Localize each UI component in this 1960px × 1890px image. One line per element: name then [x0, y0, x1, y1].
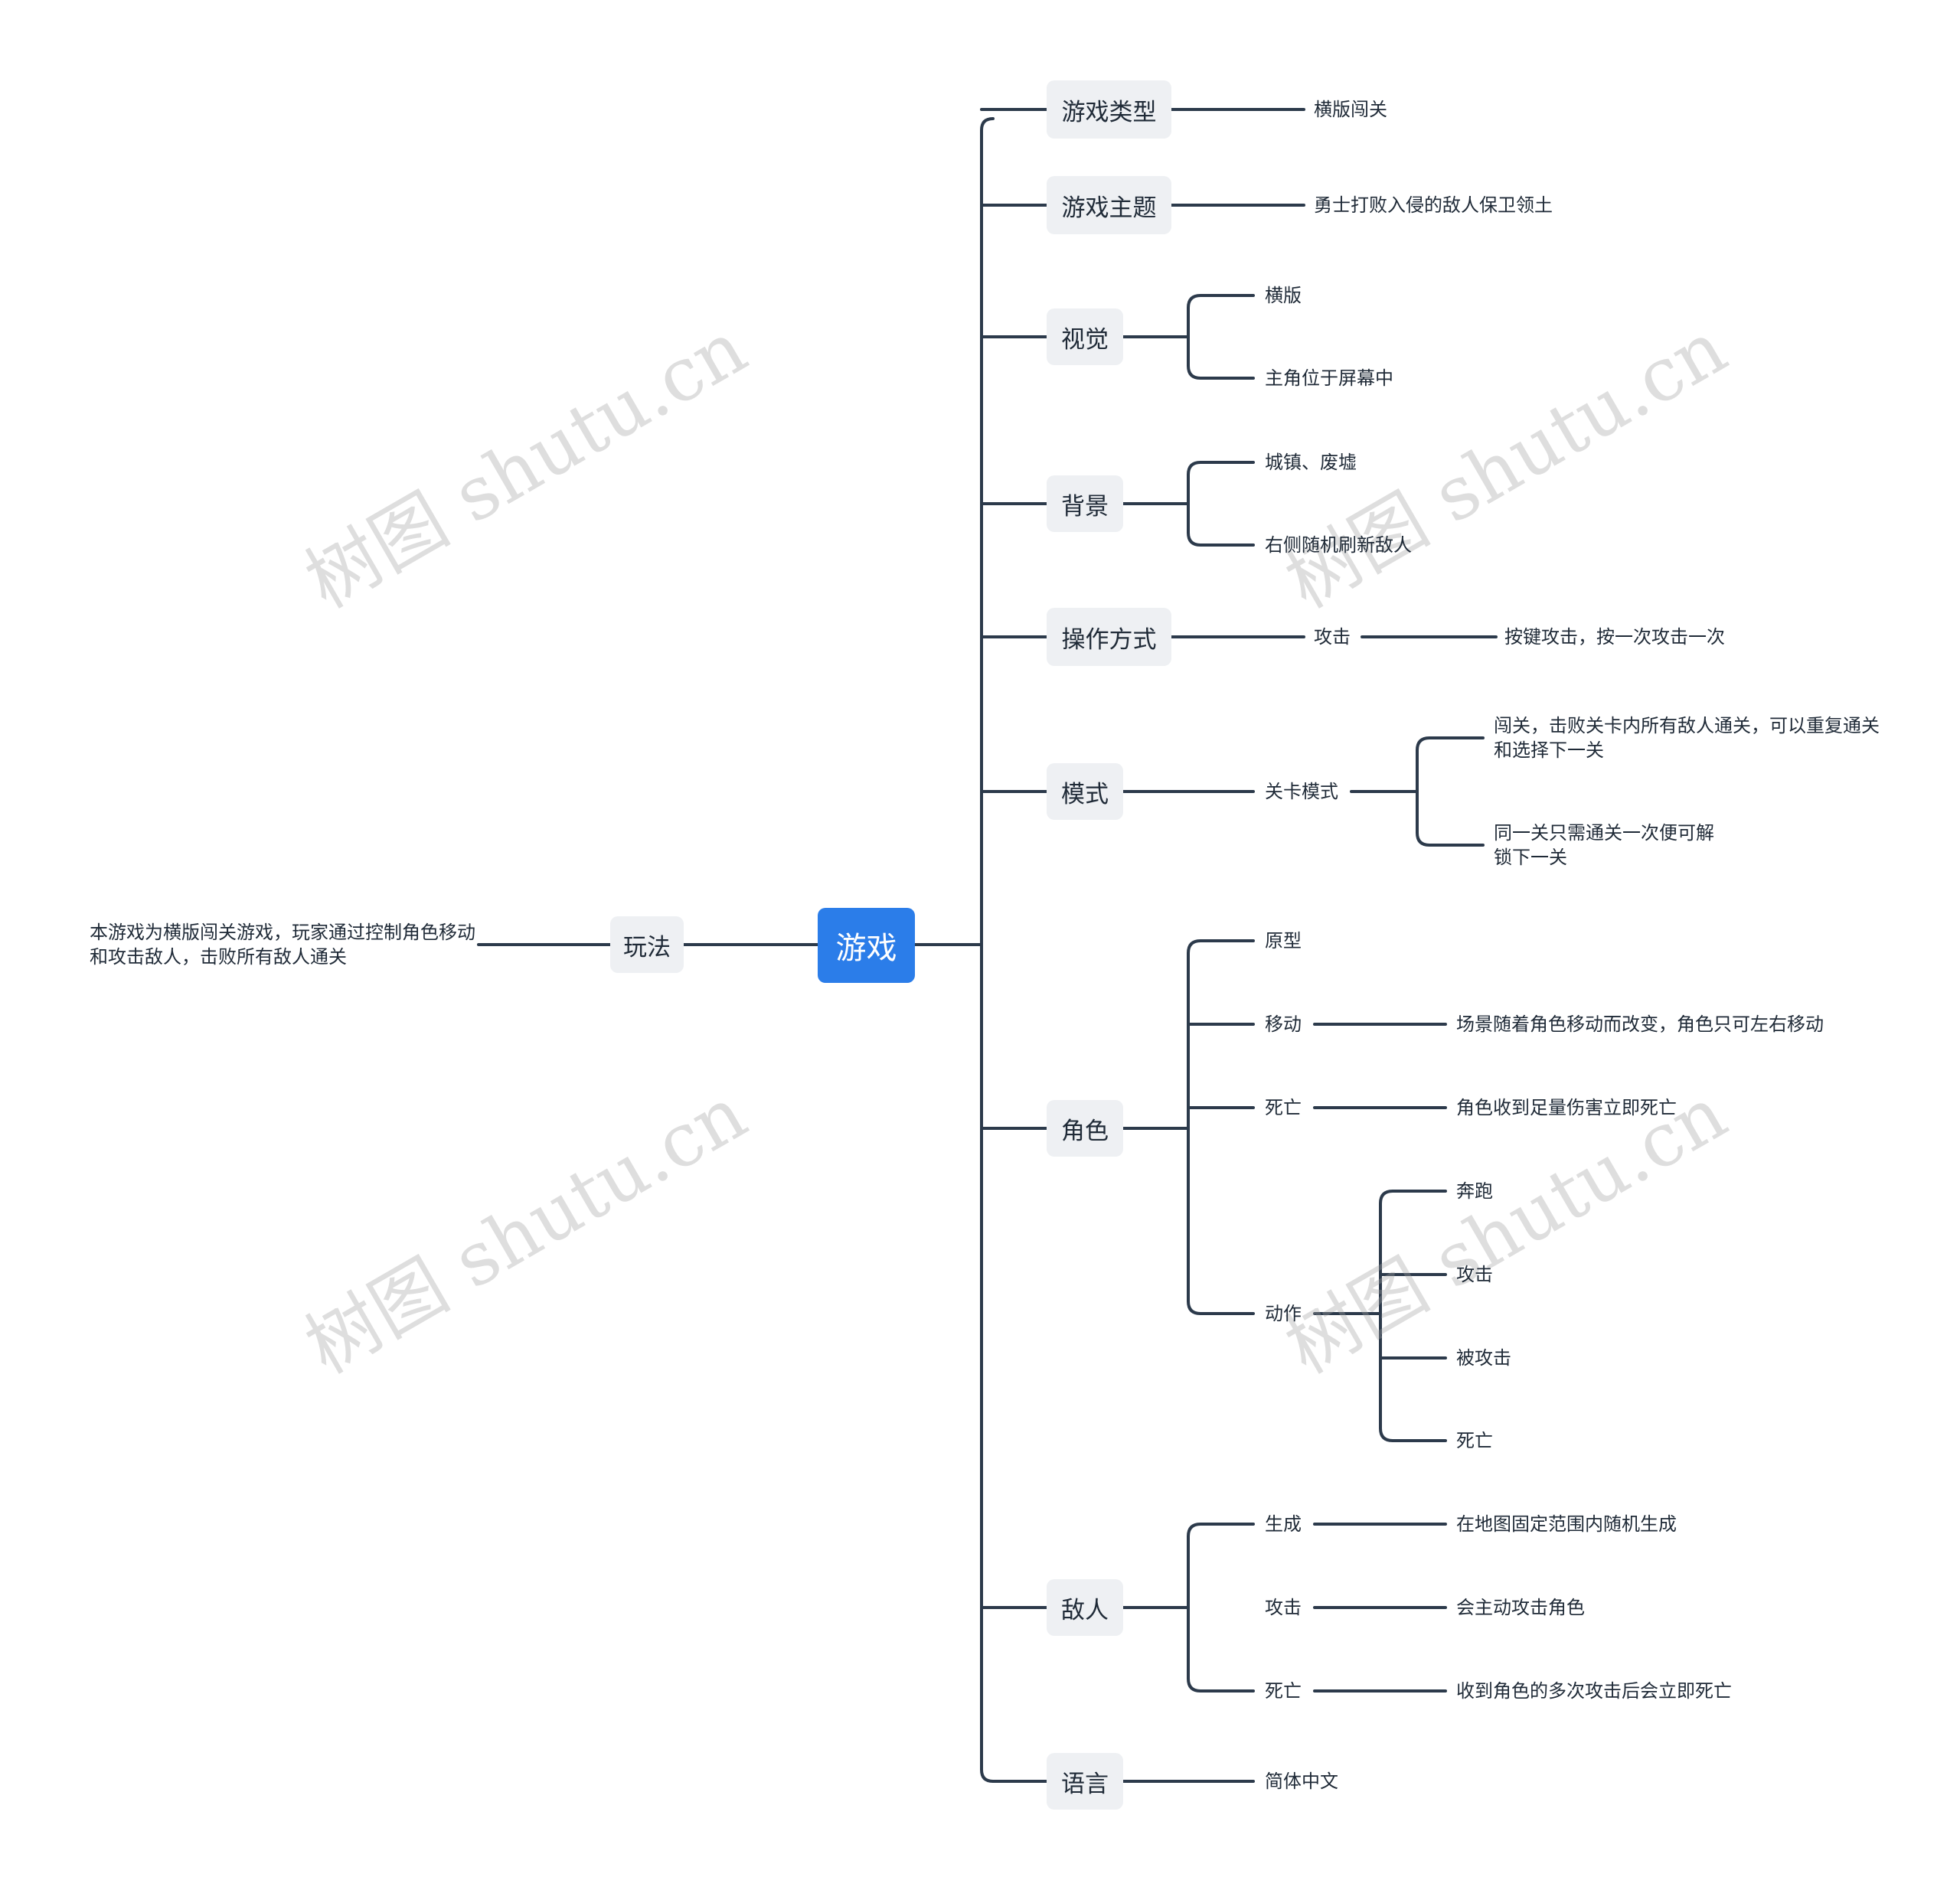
mode-item: 闯关，击败关卡内所有敌人通关，可以重复通关和选择下一关	[1494, 715, 1880, 761]
node-controls[interactable]: 操作方式	[1047, 608, 1171, 666]
mode-item: 同一关只需通关一次便可解锁下一关	[1494, 822, 1714, 868]
enemy-spawn-detail: 在地图固定范围内随机生成	[1456, 1513, 1677, 1535]
controls-sub: 攻击	[1314, 626, 1351, 648]
character-death: 死亡	[1265, 1097, 1302, 1118]
node-gameplay[interactable]: 玩法	[610, 916, 684, 973]
action-item: 死亡	[1456, 1430, 1493, 1451]
node-background[interactable]: 背景	[1047, 475, 1123, 532]
node-character[interactable]: 角色	[1047, 1100, 1123, 1157]
enemy-spawn: 生成	[1265, 1513, 1302, 1535]
action-item: 奔跑	[1456, 1180, 1493, 1202]
node-game-theme[interactable]: 游戏主题	[1047, 176, 1171, 234]
node-mode[interactable]: 模式	[1047, 763, 1123, 820]
vision-item: 主角位于屏幕中	[1265, 367, 1393, 389]
gameplay-desc: 本游戏为横版闯关游戏，玩家通过控制角色移动和攻击敌人，击败所有敌人通关	[90, 922, 475, 968]
background-item: 城镇、废墟	[1265, 452, 1357, 473]
character-move-detail: 场景随着角色移动而改变，角色只可左右移动	[1456, 1014, 1824, 1035]
language-value: 简体中文	[1265, 1771, 1338, 1792]
node-vision[interactable]: 视觉	[1047, 308, 1123, 365]
root-node[interactable]: 游戏	[818, 908, 915, 983]
enemy-death: 死亡	[1265, 1680, 1302, 1702]
node-game-type[interactable]: 游戏类型	[1047, 80, 1171, 139]
controls-detail: 按键攻击，按一次攻击一次	[1504, 626, 1725, 648]
game-theme-value: 勇士打败入侵的敌人保卫领土	[1314, 194, 1553, 216]
action-item: 攻击	[1456, 1264, 1493, 1285]
node-language[interactable]: 语言	[1047, 1753, 1123, 1810]
character-action: 动作	[1265, 1303, 1302, 1324]
action-item: 被攻击	[1456, 1347, 1511, 1369]
enemy-attack-detail: 会主动攻击角色	[1456, 1597, 1585, 1618]
vision-item: 横版	[1265, 285, 1302, 306]
character-prototype: 原型	[1265, 930, 1302, 952]
character-death-detail: 角色收到足量伤害立即死亡	[1456, 1097, 1677, 1118]
enemy-attack: 攻击	[1265, 1597, 1302, 1618]
trunk	[980, 117, 995, 1783]
node-enemy[interactable]: 敌人	[1047, 1579, 1123, 1636]
mode-sub: 关卡模式	[1265, 781, 1338, 802]
background-item: 右侧随机刷新敌人	[1265, 534, 1412, 556]
character-move: 移动	[1265, 1014, 1302, 1035]
enemy-death-detail: 收到角色的多次攻击后会立即死亡	[1456, 1680, 1732, 1702]
game-type-value: 横版闯关	[1314, 99, 1387, 120]
